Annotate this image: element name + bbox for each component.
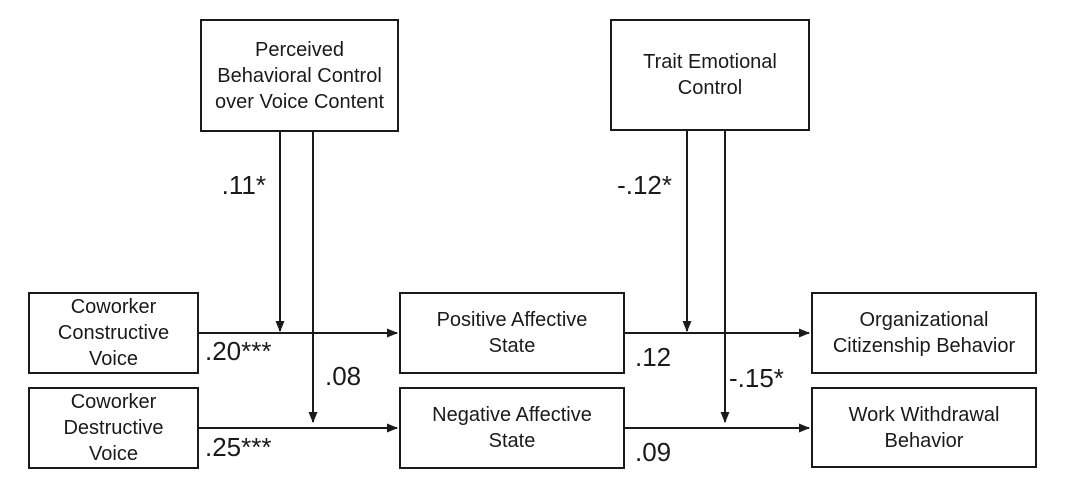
coefficient-destructive-to-negative: .25*** [205, 432, 272, 462]
node-perceived-behavioral-control: Perceived Behavioral Control over Voice … [200, 19, 399, 132]
node-work-withdrawal-behavior: Work Withdrawal Behavior [811, 387, 1037, 468]
node-coworker-destructive-voice: Coworker Destructive Voice [28, 387, 199, 469]
node-positive-affective-state: Positive Affective State [399, 292, 625, 374]
coefficient-positive-to-ocb: .12 [635, 342, 672, 372]
coefficient-constructive-to-positive: .20*** [205, 336, 272, 366]
coefficient-pbc-to-positive: .11* [221, 170, 266, 200]
node-negative-affective-state: Negative Affective State [399, 387, 625, 469]
node-organizational-citizenship-behavior: Organizational Citizenship Behavior [811, 292, 1037, 374]
coefficient-tec-to-wwb: -.15* [729, 363, 784, 393]
node-coworker-constructive-voice: Coworker Constructive Voice [28, 292, 199, 374]
coefficient-tec-to-ocb: -.12* [617, 170, 672, 200]
node-trait-emotional-control: Trait Emotional Control [610, 19, 810, 131]
coefficient-pbc-to-negative: .08 [325, 361, 362, 391]
coefficient-negative-to-wwb: .09 [635, 437, 672, 467]
